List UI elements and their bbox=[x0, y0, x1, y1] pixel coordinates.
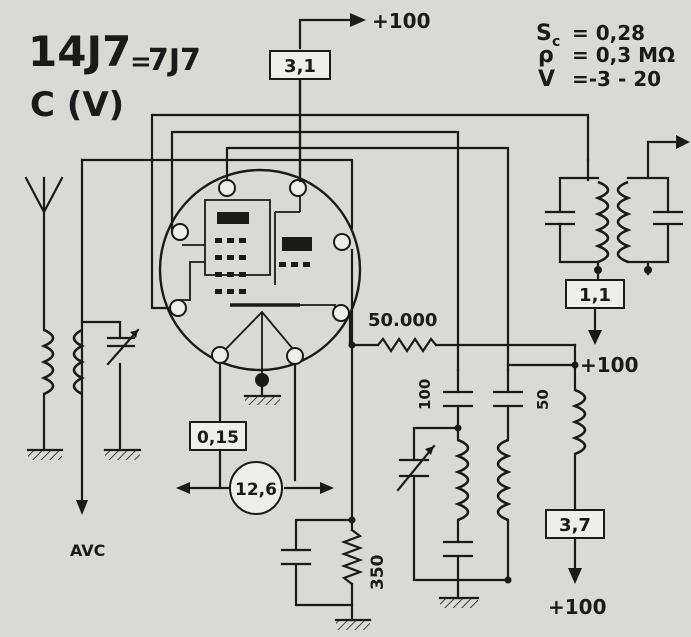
tube-function: C (V) bbox=[30, 85, 124, 125]
sc-label: S bbox=[536, 21, 552, 46]
top-supply-label: +100 bbox=[372, 9, 431, 33]
plate-supply: +100 3,1 bbox=[269, 9, 431, 183]
cap-100-label: 100 bbox=[416, 379, 434, 410]
tube-type: 14J7 bbox=[28, 27, 131, 76]
avc-label: AVC bbox=[70, 541, 105, 560]
cathode-rc: 350 bbox=[280, 518, 388, 630]
wiring bbox=[80, 78, 590, 522]
cap-50-label: 50 bbox=[534, 389, 552, 410]
if-transformer: 1,1 +100 bbox=[544, 135, 690, 377]
plate-current-box: 3,1 bbox=[284, 56, 316, 77]
parameters: S c = 0,28 ρ = 0,3 MΩ V =-3 - 20 bbox=[536, 21, 675, 92]
sc-subscript: c bbox=[552, 34, 560, 50]
grid-resistor: 50.000 bbox=[368, 310, 438, 353]
rho-label: ρ bbox=[538, 43, 554, 68]
equals-sign: = bbox=[130, 47, 152, 77]
cathode-ground-mark bbox=[243, 385, 282, 405]
osc-current-box: 3,7 bbox=[559, 515, 591, 536]
rho-value: = 0,3 MΩ bbox=[572, 43, 675, 67]
heater-voltage-circle: 12,6 bbox=[235, 480, 277, 500]
title-block: 14J7 = 7J7 C (V) bbox=[28, 27, 201, 125]
oscillator-stage: 100 50 3,7 +100 bbox=[396, 343, 607, 619]
heater-current-box: 0,15 bbox=[197, 428, 239, 448]
cathode-resistor-value: 350 bbox=[368, 554, 388, 590]
screen-current-box: 1,1 bbox=[579, 285, 611, 306]
sc-value: = 0,28 bbox=[572, 21, 645, 45]
tube-envelope bbox=[158, 168, 362, 387]
v-value: =-3 - 20 bbox=[572, 67, 661, 91]
equivalent-tube: 7J7 bbox=[148, 43, 201, 78]
grid-resistor-value: 50.000 bbox=[368, 310, 437, 331]
right-supply-label: +100 bbox=[580, 353, 639, 377]
v-label: V bbox=[538, 67, 555, 92]
junction-dots bbox=[348, 341, 579, 584]
heater-circuit: 0,15 12,6 bbox=[176, 361, 334, 515]
bottom-supply-label: +100 bbox=[548, 595, 607, 619]
antenna-stage: AVC bbox=[24, 176, 142, 560]
